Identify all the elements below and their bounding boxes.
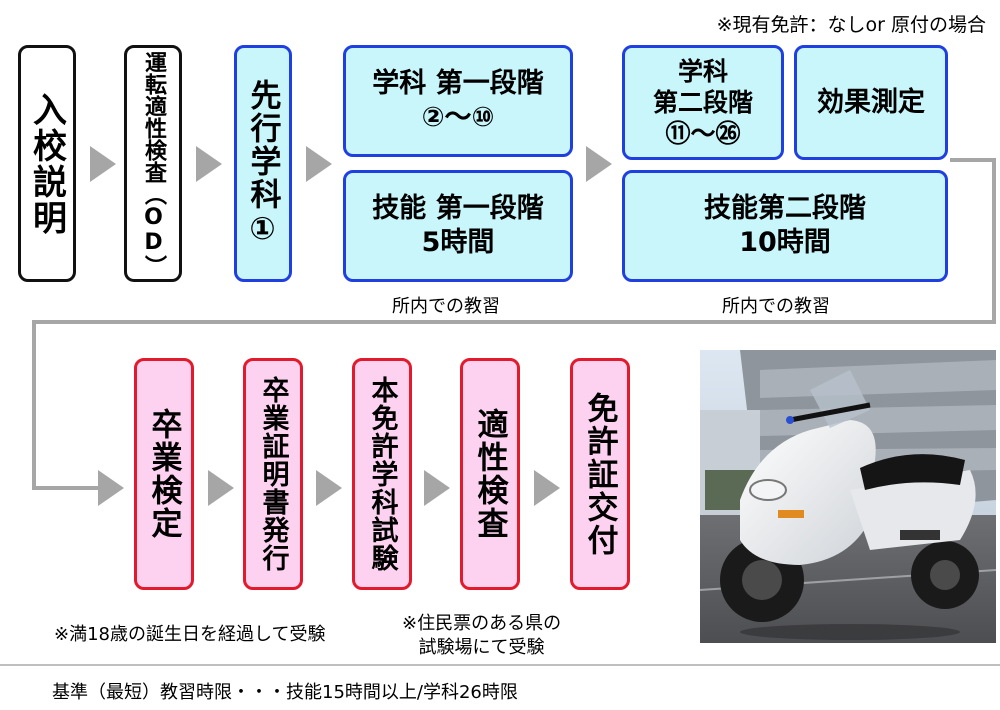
- arrow-3: [306, 146, 332, 182]
- note-internal-1: 所内での教習: [392, 296, 500, 317]
- step-license-issue: 免許証交付: [570, 358, 630, 590]
- step-pre-lecture: 先行学科①: [234, 45, 292, 282]
- note-age: ※満18歳の誕生日を経過して受験: [54, 624, 326, 645]
- connector-mid-h: [32, 320, 996, 324]
- footer-divider: [0, 664, 1000, 666]
- step-orientation: 入校説明: [18, 45, 76, 282]
- step-graduation-test: 卒業検定: [134, 358, 194, 590]
- step-aptitude-od: 運転適性検査（OD）: [124, 45, 182, 282]
- step-certificate-label: 卒業証明書発行: [257, 376, 289, 572]
- note-license-condition: ※現有免許：なしor 原付の場合: [716, 14, 986, 36]
- step-aptitude-test-label: 適性検査: [471, 408, 508, 540]
- step-aptitude-test: 適性検査: [460, 358, 520, 590]
- arrow-1: [90, 146, 116, 182]
- step-skill-stage1: 技能 第一段階 5時間: [343, 170, 573, 282]
- connector-right-v: [992, 158, 996, 324]
- note-footer-standard: 基準（最短）教習時限・・・技能15時間以上/学科26時限: [52, 682, 518, 703]
- step-aptitude-od-label: 運転適性検査（OD）: [141, 50, 166, 277]
- step-written-exam-label: 本免許学科試験: [366, 376, 398, 572]
- connector-left-v: [32, 320, 36, 490]
- step-effect-test: 効果測定: [794, 45, 948, 160]
- step-effect-test-label: 効果測定: [817, 86, 925, 118]
- step-skill-stage2-label: 技能第二段階 10時間: [704, 193, 866, 258]
- arrow-2: [196, 146, 222, 182]
- step-lecture-stage1-label: 学科 第一段階 ②～⑩: [372, 68, 544, 133]
- step-license-issue-label: 免許証交付: [581, 391, 618, 557]
- step-orientation-label: 入校説明: [26, 91, 67, 236]
- step-pre-lecture-label: 先行学科①: [244, 78, 281, 249]
- arrow-7: [316, 470, 342, 506]
- connector-right-h: [950, 158, 996, 162]
- arrow-6: [208, 470, 234, 506]
- arrow-5: [98, 470, 124, 506]
- step-lecture-stage1: 学科 第一段階 ②～⑩: [343, 45, 573, 157]
- note-internal-2: 所内での教習: [722, 296, 830, 317]
- step-graduation-test-label: 卒業検定: [145, 408, 182, 540]
- step-lecture-stage2-label: 学科 第二段階 ⑪～㉖: [652, 57, 753, 148]
- step-skill-stage2: 技能第二段階 10時間: [622, 170, 948, 282]
- arrow-8: [424, 470, 450, 506]
- step-lecture-stage2: 学科 第二段階 ⑪～㉖: [622, 45, 784, 160]
- connector-left-h: [32, 486, 104, 490]
- arrow-9: [534, 470, 560, 506]
- step-written-exam: 本免許学科試験: [352, 358, 412, 590]
- scooter-photo: [700, 350, 996, 643]
- note-exam-place: ※住民票のある県の 試験場にて受験: [402, 613, 562, 658]
- step-certificate: 卒業証明書発行: [243, 358, 303, 590]
- arrow-4: [586, 146, 612, 182]
- step-skill-stage1-label: 技能 第一段階 5時間: [372, 193, 544, 258]
